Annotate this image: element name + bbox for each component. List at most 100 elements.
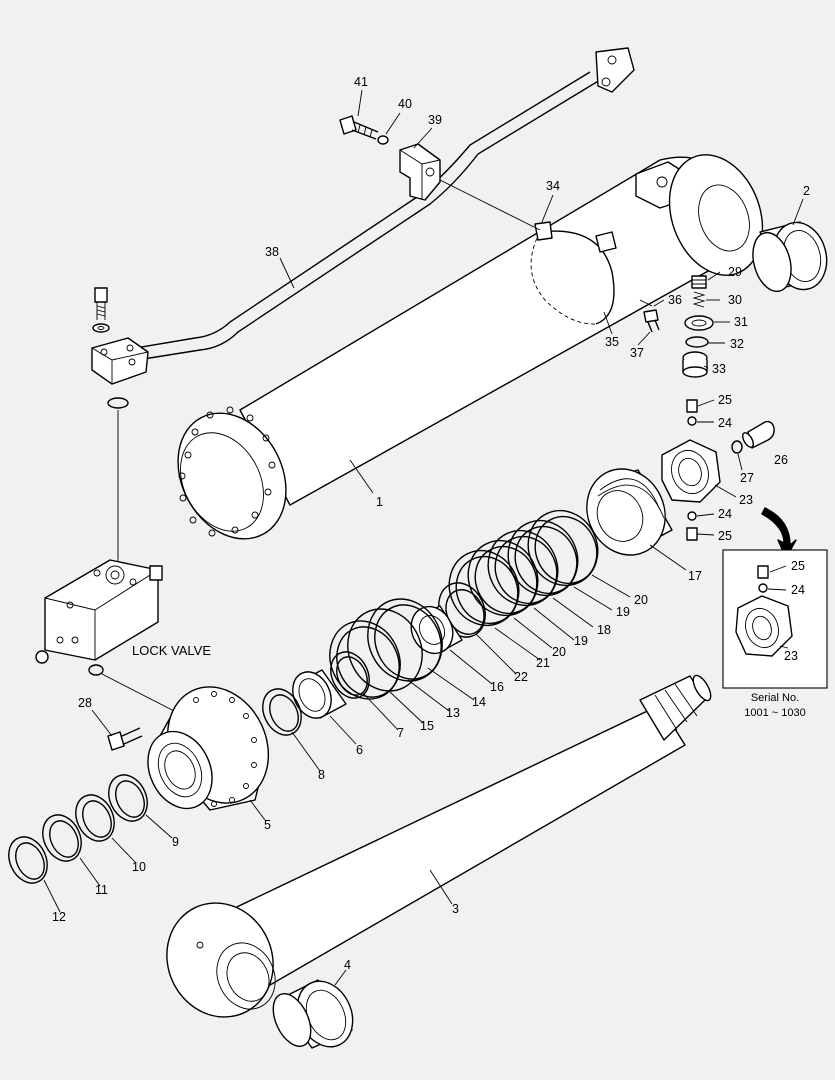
- callout-18: 18: [597, 623, 611, 637]
- ring-8: [262, 688, 302, 736]
- ring-7: [330, 651, 370, 699]
- spacer-16: [410, 605, 463, 655]
- callout-35: 35: [605, 335, 619, 349]
- callout-23-main: 23: [739, 493, 753, 507]
- callout-25-bottom: 25: [718, 529, 732, 543]
- callout-20-a: 20: [634, 593, 648, 607]
- bolt-28: [107, 727, 143, 751]
- pin-26: [742, 420, 775, 449]
- bolt-37: [643, 309, 660, 333]
- callout-28: 28: [78, 696, 92, 710]
- plug-25-top: [686, 399, 698, 413]
- bushing-4: [272, 979, 354, 1049]
- callout-19-a: 19: [616, 605, 630, 619]
- callout-25-top: 25: [718, 393, 732, 407]
- fitting-29: [691, 275, 707, 289]
- callout-19-b: 19: [574, 634, 588, 648]
- inset-nut-23: [735, 595, 793, 657]
- fitting-31-inner: [691, 319, 707, 327]
- callout-14: 14: [472, 695, 486, 709]
- callout-11: 11: [95, 883, 108, 897]
- washer-40: [377, 135, 389, 145]
- nut-23: [661, 439, 721, 503]
- seal-36: [639, 299, 653, 307]
- callout-34: 34: [546, 179, 560, 193]
- pipe-clamp-band: [530, 221, 617, 325]
- bolt-41: [339, 115, 379, 140]
- callout-3: 3: [452, 902, 459, 916]
- inset-plug-25: [757, 565, 769, 579]
- callout-20-b: 20: [552, 645, 566, 659]
- callout-24-bottom: 24: [718, 507, 732, 521]
- lock-valve-guide-line: [101, 673, 179, 714]
- callout-25-inset: 25: [791, 559, 805, 573]
- flange-o-ring: [107, 397, 129, 409]
- callout-36: 36: [668, 293, 682, 307]
- callout-leaders: [43, 89, 804, 986]
- ring-11: [42, 814, 82, 862]
- callout-4: 4: [344, 958, 351, 972]
- callout-30: 30: [728, 293, 742, 307]
- callout-8: 8: [318, 768, 325, 782]
- tube-bolt-holes: [178, 406, 276, 537]
- callout-24-top: 24: [718, 416, 732, 430]
- callout-10: 10: [132, 860, 146, 874]
- callout-21: 21: [536, 656, 550, 670]
- ring-12: [8, 836, 48, 884]
- callout-15: 15: [420, 719, 434, 733]
- callout-37: 37: [630, 346, 644, 360]
- callout-7: 7: [397, 726, 404, 740]
- callout-13: 13: [446, 706, 460, 720]
- callout-27: 27: [740, 471, 754, 485]
- serial-title: Serial No.: [751, 692, 799, 704]
- callout-9: 9: [172, 835, 179, 849]
- callout-38: 38: [265, 245, 279, 259]
- clamp-39: [399, 143, 441, 201]
- ball-24-top: [687, 416, 697, 426]
- pipe-flange-block: [91, 337, 149, 385]
- inset-arrow: [761, 507, 797, 559]
- cylinder-head-5: [147, 686, 270, 811]
- callout-24-inset: 24: [791, 583, 805, 597]
- callout-16: 16: [490, 680, 504, 694]
- clamp-guide-line: [429, 174, 541, 231]
- callout-31: 31: [734, 315, 748, 329]
- bushing-2: [752, 221, 828, 293]
- gland-rings-13-15: [329, 598, 443, 700]
- inset-ball-24: [758, 583, 768, 593]
- callout-22: 22: [514, 670, 528, 684]
- fitting-33: [682, 351, 708, 378]
- spring-30: [692, 291, 706, 308]
- callout-39: 39: [428, 113, 442, 127]
- callout-5: 5: [264, 818, 271, 832]
- o-ring-27: [731, 440, 743, 454]
- callout-12: 12: [52, 910, 66, 924]
- lock-valve-label: LOCK VALVE: [132, 643, 211, 658]
- flange-bolt: [92, 287, 110, 333]
- callout-29: 29: [728, 265, 742, 279]
- callout-40: 40: [398, 97, 412, 111]
- ball-24-bottom: [687, 511, 697, 521]
- callout-33: 33: [712, 362, 726, 376]
- ring-10: [75, 794, 115, 842]
- callout-32: 32: [730, 337, 744, 351]
- o-ring-32: [685, 336, 709, 348]
- callout-23-inset: 23: [784, 649, 798, 663]
- callout-numbers: 41 40 39 34 2 38 29 30 36 31 32 35 37 33…: [52, 75, 810, 972]
- callout-1: 1: [376, 495, 383, 509]
- bushing-6: [292, 669, 347, 719]
- piston-rod-3: [166, 674, 712, 1018]
- callout-17: 17: [688, 569, 702, 583]
- lock-valve-o-ring: [88, 664, 104, 676]
- serial-range: 1001 ~ 1030: [744, 707, 805, 719]
- lock-valve: [35, 559, 163, 664]
- plug-25-bottom: [686, 527, 698, 541]
- callout-41: 41: [354, 75, 368, 89]
- piston-17: [586, 468, 673, 556]
- fitting-31: [684, 315, 714, 331]
- callout-2: 2: [803, 184, 810, 198]
- callout-6: 6: [356, 743, 363, 757]
- head-bolt-holes: [193, 691, 257, 807]
- ring-9: [108, 774, 148, 822]
